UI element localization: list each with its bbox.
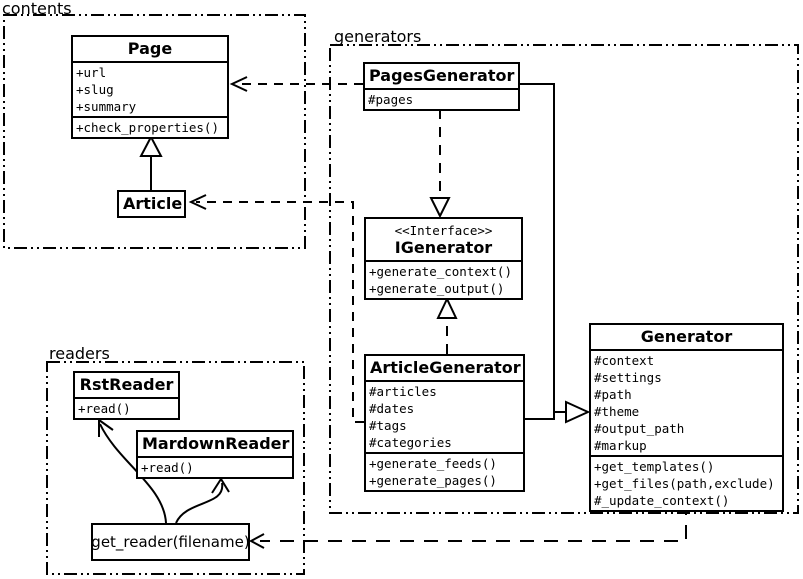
package-label-generators: generators — [334, 27, 422, 46]
attribute: #markup — [594, 438, 647, 453]
attribute: #settings — [594, 370, 662, 385]
inheritance-generators-to-generator — [520, 83, 591, 424]
method: +generate_feeds() — [369, 456, 497, 471]
call-getreader-to-mardownreader — [175, 477, 230, 524]
class-title: Article — [123, 194, 183, 213]
class-title: Page — [73, 37, 227, 63]
method: +check_properties() — [76, 120, 219, 135]
method: +generate_pages() — [369, 473, 497, 488]
method: #_update_context() — [594, 493, 730, 508]
interface-name: IGenerator — [394, 238, 493, 257]
methods-compartment: +generate_context() +generate_output() — [366, 262, 521, 298]
attribute: #path — [594, 387, 632, 402]
attributes-compartment: #context #settings #path #theme #output_… — [591, 351, 782, 455]
method: +read() — [78, 401, 131, 416]
attribute: #articles — [369, 384, 437, 399]
class-title: MardownReader — [138, 432, 292, 458]
attribute: +url — [76, 65, 107, 80]
class-title: Generator — [591, 325, 782, 351]
class-box-article: Article — [117, 190, 186, 218]
attribute: #context — [594, 353, 655, 368]
method: +generate_output() — [369, 281, 505, 296]
class-title: <<Interface>> IGenerator — [366, 219, 521, 262]
inheritance-article-to-page — [139, 134, 163, 190]
dependency-generator-to-getreader — [248, 501, 687, 549]
class-box-generator: Generator #context #settings #path #them… — [589, 323, 784, 512]
attributes-compartment: #pages — [365, 90, 518, 109]
class-title: RstReader — [75, 373, 178, 399]
realization-pagesgenerator-to-igenerator — [429, 109, 451, 219]
method: +generate_context() — [369, 264, 512, 279]
methods-compartment: +check_properties() — [73, 116, 227, 137]
class-box-articlegenerator: ArticleGenerator #articles #dates #tags … — [364, 354, 525, 492]
method: +get_files(path,exclude) — [594, 476, 775, 491]
attribute: #pages — [368, 92, 414, 107]
attributes-compartment: #articles #dates #tags #categories — [366, 382, 523, 452]
package-label-contents: contents — [2, 0, 72, 18]
package-border-readers — [46, 361, 305, 575]
class-box-pagesgenerator: PagesGenerator #pages — [363, 62, 520, 111]
attribute: +summary — [76, 99, 137, 114]
class-title: ArticleGenerator — [366, 356, 523, 382]
methods-compartment: +get_templates() +get_files(path,exclude… — [591, 455, 782, 510]
class-box-igenerator: <<Interface>> IGenerator +generate_conte… — [364, 217, 523, 300]
attribute: #categories — [369, 435, 452, 450]
attribute: #dates — [369, 401, 415, 416]
class-title: PagesGenerator — [365, 64, 518, 90]
attributes-compartment: +url +slug +summary — [73, 63, 227, 116]
dependency-articlegenerator-to-article — [188, 194, 364, 423]
class-box-rstreader: RstReader +read() — [73, 371, 180, 420]
methods-compartment: +read() — [75, 399, 178, 418]
dependency-pagesgenerator-to-page — [229, 76, 363, 92]
attribute: #theme — [594, 404, 640, 419]
realization-articlegenerator-to-igenerator — [436, 296, 458, 354]
package-border-generators — [329, 44, 799, 514]
attribute: +slug — [76, 82, 114, 97]
package-label-readers: readers — [49, 344, 110, 363]
methods-compartment: +generate_feeds() +generate_pages() — [366, 452, 523, 490]
methods-compartment: +read() — [138, 458, 292, 477]
class-box-page: Page +url +slug +summary +check_properti… — [71, 35, 229, 139]
attribute: #tags — [369, 418, 407, 433]
method: +get_templates() — [594, 459, 715, 474]
method: +read() — [141, 460, 194, 475]
function-box-get-reader: get_reader(filename) — [91, 523, 250, 561]
class-box-mardownreader: MardownReader +read() — [136, 430, 294, 479]
package-border-contents — [3, 14, 306, 249]
stereotype: <<Interface>> — [394, 223, 493, 238]
attribute: #output_path — [594, 421, 685, 436]
